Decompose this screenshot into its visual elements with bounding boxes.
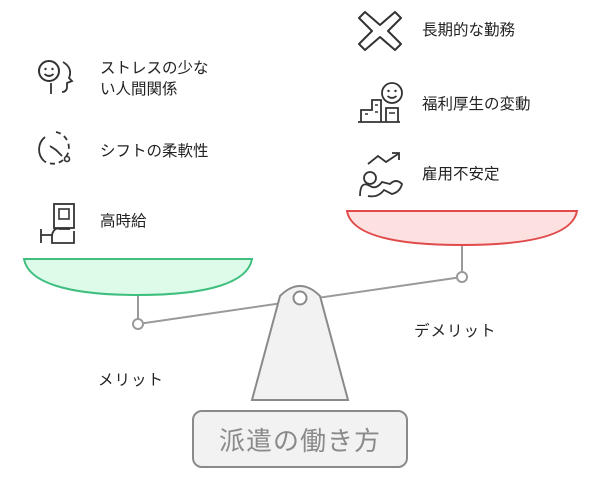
diagram-title: 派遣の働き方 — [192, 410, 408, 468]
demerit-side-label: デメリット — [414, 322, 497, 340]
demerit-pan — [345, 210, 579, 247]
stress-free-face-icon — [38, 60, 74, 94]
merit-item-1-label: ストレスの少な い人間関係 — [100, 59, 209, 98]
high-hourly-wage-cash-icon — [40, 203, 75, 244]
cross-x-icon — [358, 11, 402, 51]
welfare-building-icon — [358, 82, 403, 123]
demerit-item-3-label: 雇用不安定 — [422, 165, 500, 183]
right-pivot — [456, 271, 468, 283]
left-pivot — [132, 318, 144, 330]
fulcrum-pivot — [292, 290, 308, 306]
unstable-employment-icon — [359, 152, 403, 198]
merit-item-2-label: シフトの柔軟性 — [100, 142, 209, 160]
demerit-item-1-label: 長期的な勤務 — [422, 21, 516, 39]
scale-fulcrum — [250, 285, 350, 401]
demerit-item-2-label: 福利厚生の変動 — [422, 95, 531, 113]
merit-side-label: メリット — [98, 371, 165, 389]
merit-item-3-label: 高時給 — [100, 212, 147, 230]
merit-pan — [22, 258, 254, 297]
flexible-shift-clock-icon — [38, 131, 71, 165]
